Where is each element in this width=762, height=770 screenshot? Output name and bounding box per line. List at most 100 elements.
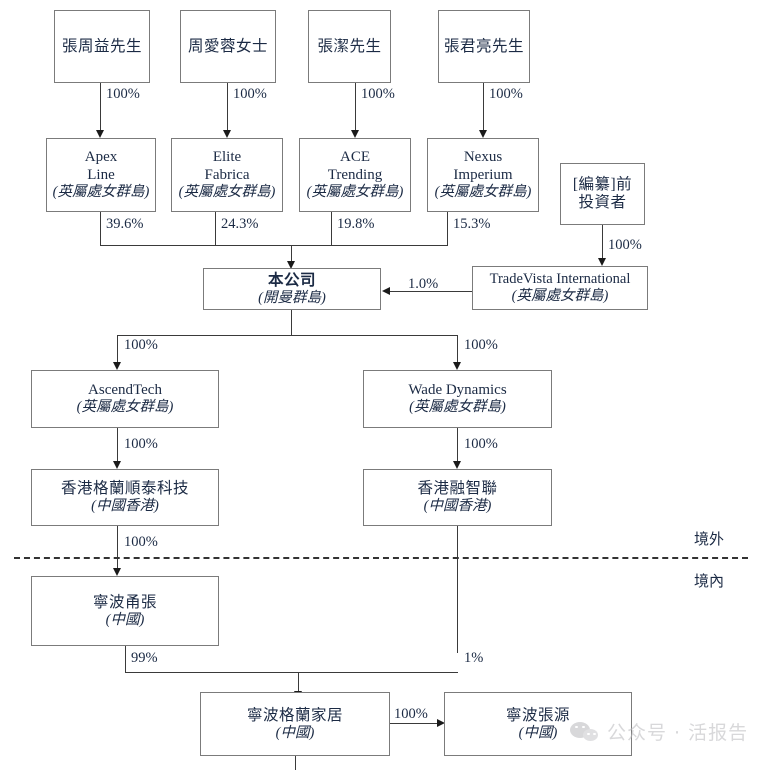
connector-shareholder-1: [100, 83, 101, 131]
company-jurisdiction: (開曼群島): [258, 289, 326, 306]
pct-bvi-sub-left: 100%: [124, 436, 158, 452]
hk-sub-box-right: 香港融智聯 (中國香港): [363, 469, 552, 526]
connector-bvi-1-down: [100, 212, 101, 245]
pct-bvi-1: 39.6%: [106, 216, 144, 232]
bvi-holdco-box-1: Apex Line (英屬處女群島): [46, 138, 156, 212]
arrow-shareholder-1: [95, 130, 104, 138]
pct-company-left: 100%: [124, 337, 158, 353]
bvi-holdco-name-line2: Fabrica: [204, 166, 250, 183]
ningbo-yongzhang-jurisdiction: (中國): [105, 611, 145, 628]
zone-label-onshore: 境內: [694, 574, 725, 590]
bvi-sub-name: Wade Dynamics: [408, 381, 507, 398]
shareholder-name: 張周益先生: [61, 37, 142, 55]
pct-gelan-to-zhangyuan: 100%: [394, 706, 428, 722]
connector-company-left-branch: [117, 335, 118, 363]
pre-investor-box: [編纂]前 投資者: [560, 163, 645, 225]
arrow-shareholder-3: [350, 130, 359, 138]
connector-hk-sub-right-down: [457, 526, 458, 653]
pct-yongzhang-99: 99%: [131, 650, 158, 666]
bvi-holdco-box-4: Nexus Imperium (英屬處女群島): [427, 138, 539, 212]
connector-gelan-down-tail: [295, 756, 296, 770]
connector-company-down: [291, 310, 292, 335]
bvi-holdco-name-line2: Imperium: [453, 166, 513, 183]
pct-shareholder-3: 100%: [361, 86, 395, 102]
tradevista-jurisdiction: (英屬處女群島): [511, 288, 609, 304]
pct-shareholder-2: 100%: [233, 86, 267, 102]
offshore-onshore-divider: [14, 557, 748, 559]
arrow-shareholder-4: [478, 130, 487, 138]
bvi-holdco-box-2: Elite Fabrica (英屬處女群島): [171, 138, 283, 212]
bvi-holdco-jurisdiction: (英屬處女群島): [178, 183, 276, 200]
pct-yongzhang-1: 1%: [464, 650, 484, 666]
shareholder-name: 周愛蓉女士: [187, 37, 268, 55]
connector-shareholder-3: [355, 83, 356, 131]
connector-bus-gelan-down: [298, 672, 299, 692]
arrow-hk-sub-left: [112, 568, 121, 576]
bvi-holdco-jurisdiction: (英屬處女群島): [52, 183, 150, 200]
bus-to-ningbo-gelan: [125, 672, 458, 673]
ningbo-yongzhang-name: 寧波甬張: [92, 593, 157, 611]
bvi-sub-jurisdiction: (英屬處女群島): [409, 399, 506, 416]
pct-tradevista: 1.0%: [408, 276, 439, 292]
bvi-holdco-name-line1: Apex: [84, 149, 118, 166]
arrow-shareholder-2: [222, 130, 231, 138]
bvi-holdco-name-line2: Line: [87, 166, 115, 183]
arrow-company-right-branch: [452, 362, 461, 370]
hk-sub-box-left: 香港格蘭順泰科技 (中國香港): [31, 469, 219, 526]
connector-tradevista-to-company: [390, 291, 472, 292]
bvi-sub-jurisdiction: (英屬處女群島): [76, 399, 174, 416]
connector-company-right-branch: [457, 335, 458, 363]
arrow-to-company: [286, 261, 295, 269]
shareholder-box-3: 張潔先生: [308, 10, 391, 83]
connector-shareholder-2: [227, 83, 228, 131]
tradevista-name: TradeVista International: [489, 271, 631, 288]
bvi-holdco-name-line1: Nexus: [463, 149, 503, 166]
company-name: 本公司: [267, 271, 316, 289]
connector-yongzhang-down: [125, 646, 126, 673]
shareholder-box-2: 周愛蓉女士: [180, 10, 276, 83]
connector-bvi-sub-left-down: [117, 428, 118, 462]
wechat-logo-icon: [570, 721, 600, 743]
connector-hk-sub-left-down: [117, 526, 118, 569]
ningbo-gelan-name: 寧波格蘭家居: [246, 706, 343, 724]
connector-gelan-to-zhangyuan: [390, 723, 438, 724]
pct-shareholder-1: 100%: [106, 86, 140, 102]
bus-bvi-to-company: [100, 245, 448, 246]
ningbo-gelan-jurisdiction: (中國): [275, 724, 315, 741]
bvi-sub-box-right: Wade Dynamics (英屬處女群島): [363, 370, 552, 428]
tradevista-box: TradeVista International (英屬處女群島): [472, 266, 648, 310]
arrow-tradevista-to-company: [382, 286, 390, 295]
connector-bvi-4-down: [447, 212, 448, 245]
bvi-holdco-jurisdiction: (英屬處女群島): [434, 183, 532, 200]
arrow-pre-investor: [597, 258, 606, 266]
shareholder-name: 張潔先生: [317, 37, 382, 55]
hk-sub-jurisdiction: (中國香港): [423, 498, 492, 515]
hk-sub-name: 香港融智聯: [417, 480, 498, 498]
pct-hk-sub-left: 100%: [124, 534, 158, 550]
connector-bvi-sub-right-down: [457, 428, 458, 462]
ningbo-zhangyuan-name: 寧波張源: [505, 706, 570, 724]
ningbo-gelan-box: 寧波格蘭家居 (中國): [200, 692, 390, 756]
pct-company-right: 100%: [464, 337, 498, 353]
ningbo-zhangyuan-jurisdiction: (中國): [518, 724, 558, 741]
pre-investor-name-line1: [編纂]前: [572, 176, 633, 194]
hk-sub-jurisdiction: (中國香港): [91, 498, 159, 515]
connector-shareholder-4: [483, 83, 484, 131]
bvi-holdco-box-3: ACE Trending (英屬處女群島): [299, 138, 411, 212]
bvi-holdco-name-line1: ACE: [340, 149, 370, 166]
zone-label-offshore: 境外: [694, 532, 725, 548]
connector-pre-investor: [602, 225, 603, 259]
wechat-watermark: 公众号 · 活报告: [570, 718, 748, 745]
bvi-holdco-jurisdiction: (英屬處女群島): [306, 183, 404, 200]
pct-shareholder-4: 100%: [489, 86, 523, 102]
pct-bvi-2: 24.3%: [221, 216, 259, 232]
watermark-text: 公众号 · 活报告: [607, 722, 749, 744]
connector-bvi-3-down: [331, 212, 332, 245]
pct-bvi-4: 15.3%: [453, 216, 491, 232]
connector-bvi-2-down: [215, 212, 216, 245]
ningbo-zhangyuan-box: 寧波張源 (中國): [444, 692, 632, 756]
bvi-holdco-name-line1: Elite: [212, 149, 242, 166]
pct-bvi-3: 19.8%: [337, 216, 375, 232]
ningbo-yongzhang-box: 寧波甬張 (中國): [31, 576, 219, 646]
